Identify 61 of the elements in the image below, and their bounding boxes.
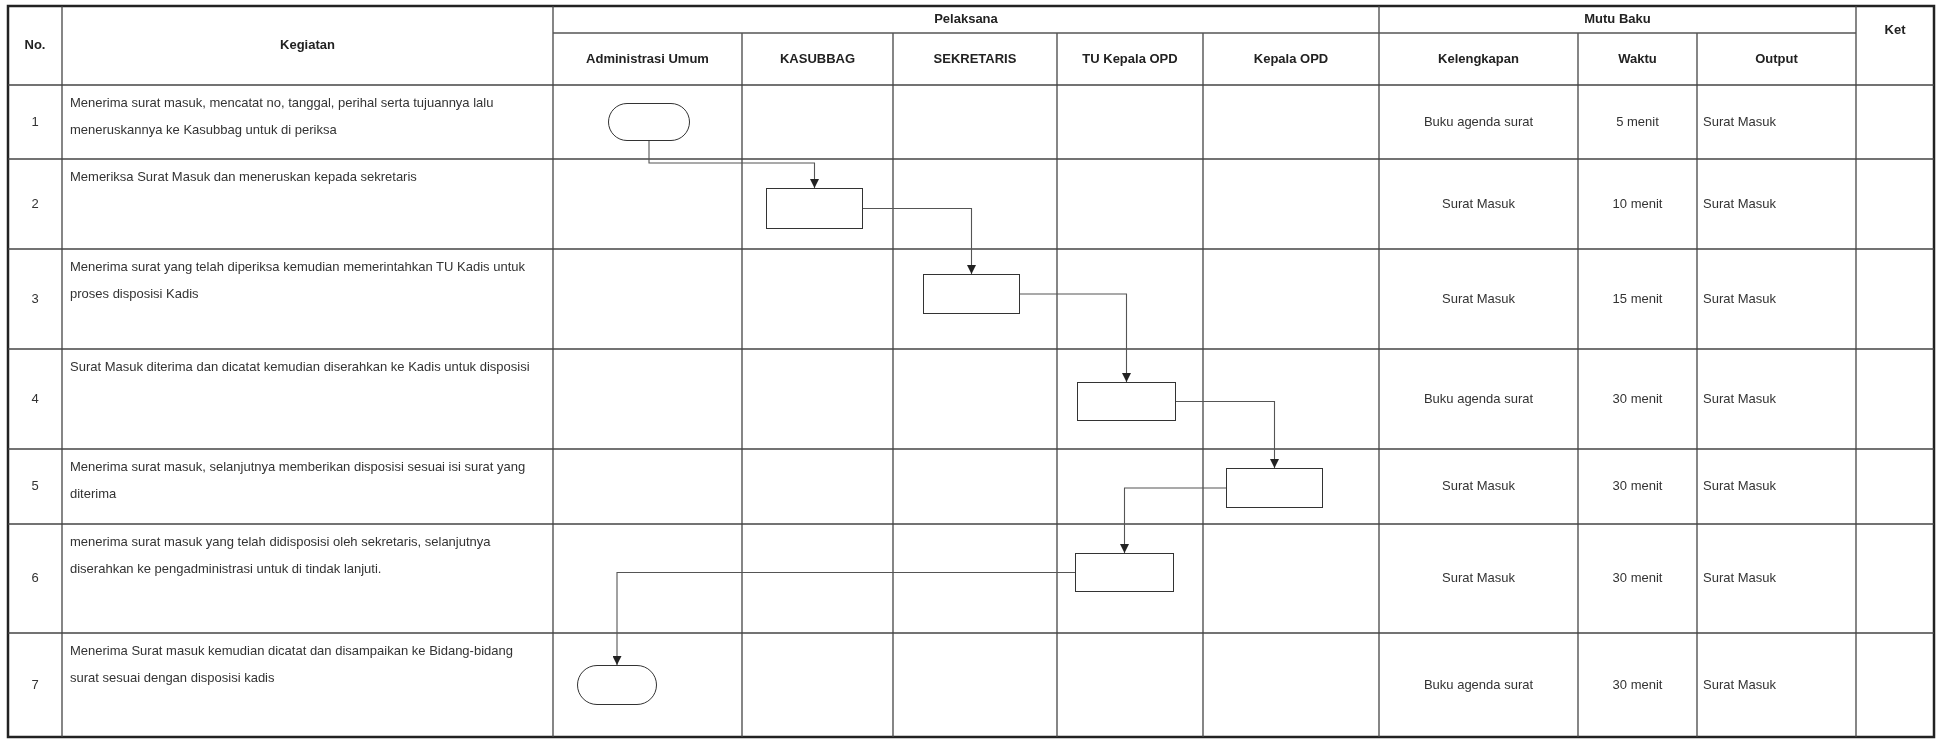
- connector-arrow: [648, 140, 819, 189]
- table-cell-text: 30 menit: [1612, 570, 1663, 587]
- process-box: [1075, 553, 1174, 592]
- column-header: Pelaksana: [934, 11, 998, 28]
- row-number: 5: [31, 478, 39, 495]
- table-cell-text: Buku agenda surat: [1423, 390, 1534, 408]
- activity-description: Memeriksa Surat Masuk dan meneruskan kepada sekretaris: [70, 168, 417, 186]
- table-cell-text: Buku agenda surat: [1423, 113, 1534, 131]
- table-cell-text: Surat Masuk: [1703, 390, 1776, 408]
- process-box: [923, 274, 1020, 314]
- column-header: Ket: [1884, 22, 1906, 39]
- table-cell-text: Surat Masuk: [1703, 676, 1776, 694]
- terminator-capsule: [608, 103, 690, 141]
- table-cell-text: 30 menit: [1612, 390, 1663, 408]
- column-header: Kepala OPD: [1253, 50, 1329, 68]
- table-cell-text: Surat Masuk: [1703, 113, 1776, 131]
- activity-description: Menerima surat yang telah diperiksa kemudian memerintahkan TU Kadis untuk proses disposisi Kadis: [70, 258, 526, 303]
- table-cell-text: Surat Masuk: [1703, 195, 1776, 213]
- table-cell-text: Surat Masuk: [1703, 478, 1776, 495]
- row-number: 2: [31, 195, 39, 213]
- column-header: Kegiatan: [280, 37, 335, 54]
- row-number: 6: [31, 570, 39, 587]
- table-cell-text: Surat Masuk: [1703, 290, 1776, 308]
- column-header: Mutu Baku: [1584, 11, 1651, 28]
- table-cell-text: Surat Masuk: [1442, 290, 1515, 308]
- activity-description: Menerima surat masuk, selanjutnya memberikan disposisi sesuai isi surat yang diterima: [70, 458, 527, 503]
- table-cell-text: 15 menit: [1612, 290, 1663, 308]
- terminator-capsule: [577, 665, 657, 705]
- row-number: 3: [31, 290, 39, 308]
- activity-description: menerima surat masuk yang telah didisposisi oleh sekretaris, selanjutnya diserahkan ke pengadministrasi untuk di tindak lanjuti.: [70, 533, 492, 578]
- table-cell-text: 5 menit: [1616, 113, 1659, 131]
- column-header: SEKRETARIS: [933, 50, 1017, 68]
- column-header: TU Kepala OPD: [1082, 50, 1178, 68]
- activity-description: Menerima surat masuk, mencatat no, tanggal, perihal serta tujuannya lalu meneruskannya ke Kasubbag untuk di periksa: [70, 94, 495, 139]
- row-number: 1: [31, 113, 39, 131]
- table-cell-text: 30 menit: [1612, 478, 1663, 495]
- column-header: Administrasi Umum: [586, 50, 709, 68]
- column-header: No.: [24, 37, 46, 54]
- table-cell-text: Surat Masuk: [1442, 478, 1515, 495]
- process-box: [1077, 382, 1176, 421]
- table-cell-text: Buku agenda surat: [1423, 676, 1534, 694]
- column-header: Output: [1755, 50, 1798, 68]
- process-box: [766, 188, 863, 229]
- column-header: KASUBBAG: [779, 50, 856, 68]
- column-header: Waktu: [1618, 50, 1657, 68]
- activity-description: Surat Masuk diterima dan dicatat kemudian diserahkan ke Kadis untuk disposisi: [70, 358, 530, 376]
- connector-arrow: [612, 571, 1076, 666]
- table-cell-text: Surat Masuk: [1442, 195, 1515, 213]
- activity-description: Menerima Surat masuk kemudian dicatat dan disampaikan ke Bidang-bidang surat sesuai dengan disposisi kadis: [70, 642, 514, 687]
- table-cell-text: 30 menit: [1612, 676, 1663, 694]
- connector-arrow: [862, 207, 976, 275]
- connector-arrow: [1120, 487, 1227, 554]
- table-cell-text: Surat Masuk: [1442, 570, 1515, 587]
- table-cell-text: 10 menit: [1612, 195, 1663, 213]
- row-number: 4: [31, 390, 39, 408]
- row-number: 7: [31, 676, 39, 694]
- process-box: [1226, 468, 1323, 508]
- connector-arrow: [1175, 400, 1279, 469]
- column-header: Kelengkapan: [1438, 50, 1519, 68]
- connector-arrow: [1019, 293, 1131, 383]
- table-cell-text: Surat Masuk: [1703, 570, 1776, 587]
